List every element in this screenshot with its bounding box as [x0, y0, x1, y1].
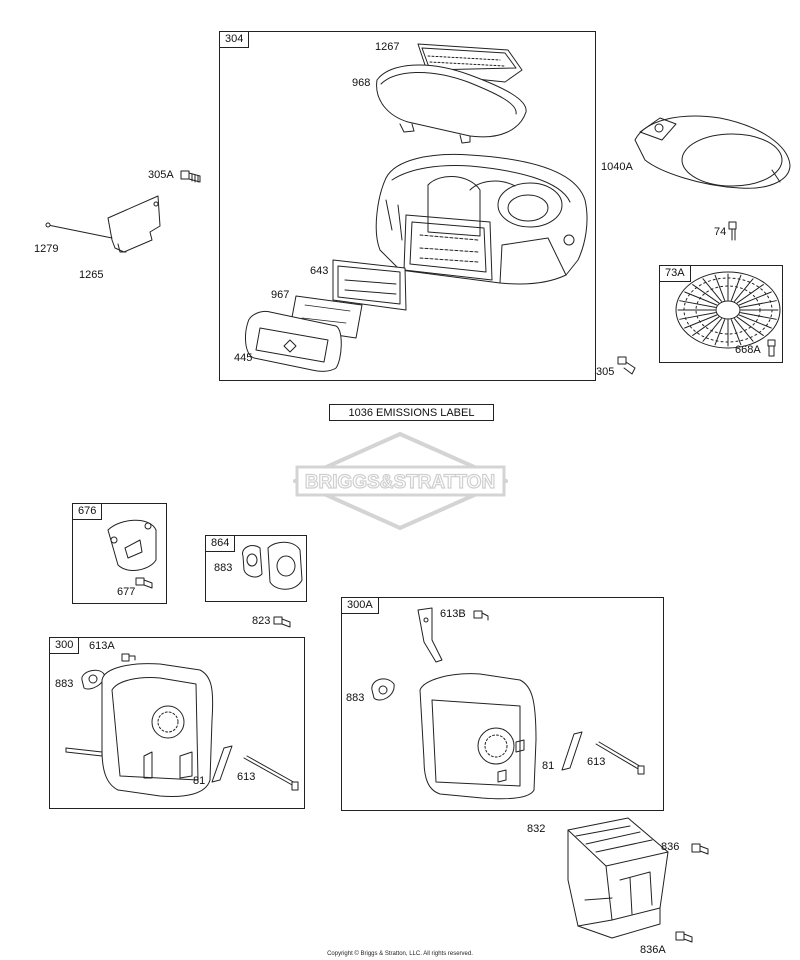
group-label-73a: 73A — [660, 266, 691, 282]
screen-rib — [714, 274, 726, 301]
part-1279-rod — [45, 222, 113, 239]
part-1040a-blower-cover — [634, 115, 791, 189]
part-445-gasket — [245, 311, 342, 372]
screen-rib — [684, 314, 718, 329]
callout-305: 305 — [596, 366, 615, 378]
part-836a-screw — [675, 931, 693, 943]
screen-rib — [734, 278, 754, 302]
part-676-heat-shield — [107, 519, 157, 571]
group-label-676: 676 — [73, 504, 103, 520]
callout-1040a: 1040A — [601, 161, 633, 173]
screen-rib — [702, 318, 722, 342]
part-81-lockplate-b — [561, 731, 583, 771]
part-blower-housing — [375, 153, 588, 285]
part-823-screw — [273, 616, 291, 628]
callout-613b: 613B — [440, 608, 466, 620]
callout-1267: 1267 — [375, 41, 400, 53]
callout-643: 643 — [310, 265, 329, 277]
part-305a-screw — [180, 170, 201, 183]
screen-rib — [692, 316, 720, 336]
screen-rib — [738, 291, 772, 306]
callout-832: 832 — [527, 823, 546, 835]
group-label-300a: 300A — [342, 598, 379, 614]
group-label-304: 304 — [220, 32, 250, 48]
part-832-muffler-guard — [567, 817, 669, 939]
callout-967: 967 — [271, 289, 290, 301]
callout-445: 445 — [234, 352, 253, 364]
callout-1265: 1265 — [79, 269, 104, 281]
callout-74: 74 — [714, 226, 727, 238]
group-frame-676 — [72, 503, 167, 604]
part-643-label-holder — [332, 259, 407, 311]
callout-883-c: 883 — [346, 692, 365, 704]
watermark-text: BRIGGS&STRATTON — [305, 472, 495, 493]
screen-rib — [740, 312, 777, 320]
part-81-lockplate-a — [211, 745, 233, 783]
part-74-screw — [728, 221, 737, 241]
callout-613-a: 613 — [237, 771, 256, 783]
copyright-notice: Copyright © Briggs & Stratton, LLC. All … — [327, 951, 473, 957]
callout-968: 968 — [352, 77, 371, 89]
group-label-864: 864 — [206, 536, 236, 552]
group-label-300: 300 — [50, 638, 80, 654]
part-73a-screen — [675, 271, 781, 349]
screen-rib — [730, 319, 742, 346]
callout-1279: 1279 — [34, 243, 59, 255]
part-1265-plate — [107, 195, 161, 253]
callout-836: 836 — [661, 841, 680, 853]
callout-613-b: 613 — [587, 756, 606, 768]
callout-81-a: 81 — [193, 775, 206, 787]
part-968-cover — [376, 64, 527, 144]
callout-668a: 668A — [735, 344, 761, 356]
callout-81-b: 81 — [542, 760, 555, 772]
screen-rib — [736, 284, 764, 304]
callout-836a: 836A — [640, 944, 666, 956]
screen-rib — [679, 300, 716, 308]
group-frame-300 — [49, 637, 305, 809]
part-305-screw — [617, 356, 636, 375]
part-300-muffler — [65, 653, 214, 797]
callout-677: 677 — [117, 586, 136, 598]
callout-883-b: 883 — [55, 678, 74, 690]
group-frame-864 — [205, 535, 307, 602]
part-864-exhaust-port — [242, 541, 303, 590]
part-300a-muffler — [371, 607, 537, 800]
group-frame-73a — [659, 265, 783, 363]
part-836-screw — [691, 843, 709, 855]
emissions-label-callout: 1036 EMISSIONS LABEL — [329, 404, 494, 421]
briggs-stratton-watermark: BRIGGS&STRATTON — [293, 432, 508, 530]
callout-613a: 613A — [89, 640, 115, 652]
screen-rib — [734, 318, 754, 342]
group-frame-304 — [219, 31, 596, 381]
group-frame-300a — [341, 597, 664, 811]
callout-823: 823 — [252, 615, 271, 627]
part-677-screw — [135, 577, 153, 589]
callout-305a: 305A — [148, 169, 174, 181]
part-668a-screw — [767, 339, 776, 357]
callout-883-a: 883 — [214, 562, 233, 574]
part-613-bolt-b — [595, 741, 645, 775]
part-613-bolt-a — [243, 755, 299, 791]
